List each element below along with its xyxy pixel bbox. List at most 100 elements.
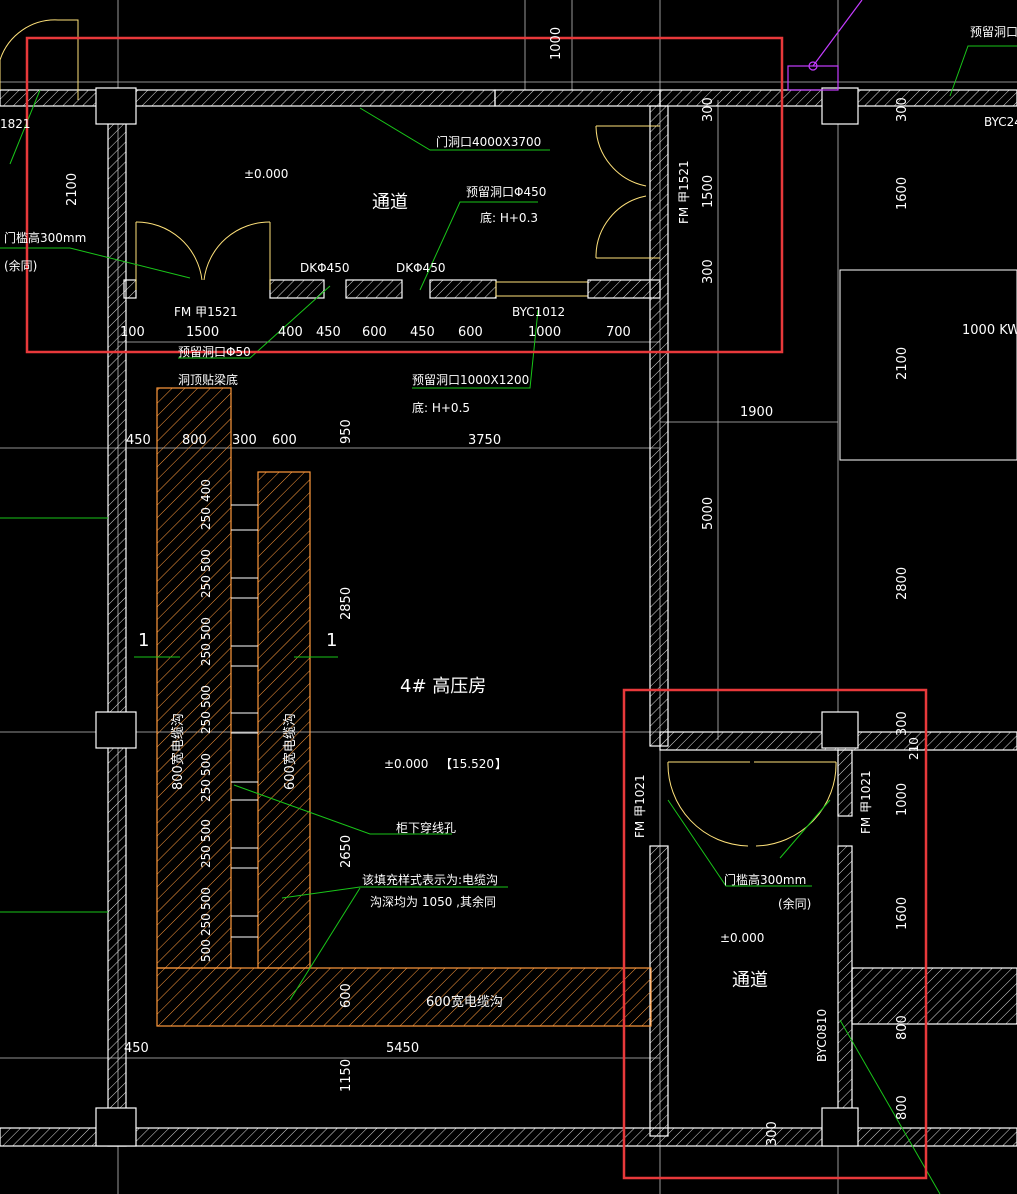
byc24-label: BYC24 — [984, 115, 1017, 129]
dim-2850: 2850 — [339, 587, 354, 620]
dim-mid-0: 450 — [126, 433, 151, 448]
elevation-tag-close: 】 — [495, 757, 507, 771]
room-title: 4# 高压房 — [400, 676, 486, 697]
cable-trenches — [156, 387, 652, 1027]
dim-mid-4: 3750 — [468, 433, 501, 448]
corridor-right-label: 通道 — [732, 970, 768, 991]
byc0810-label: BYC0810 — [815, 1009, 829, 1062]
dim-top-5: 450 — [410, 325, 435, 340]
magenta-marker — [787, 0, 863, 91]
dim-far-right-2: 2100 — [895, 347, 910, 380]
elevation-corridor-top: ±0.000 — [244, 167, 288, 181]
dim-top-7: 1000 — [528, 325, 561, 340]
annotations: 门洞口4000X3700 预留洞口Φ450 底: H+0.3 门槛高300mm … — [0, 25, 1017, 1062]
dim-210: 210 — [907, 737, 921, 760]
dim-mid-1: 800 — [182, 433, 207, 448]
section-mark-left: 1 — [138, 630, 149, 651]
dim-top-3: 450 — [316, 325, 341, 340]
cable-trench-600-vertical: 600宽电缆沟 — [282, 713, 298, 790]
dim-top-6: 600 — [458, 325, 483, 340]
dim-right-col-2: 300 — [701, 259, 716, 284]
fm1021-right: FM 甲1021 — [859, 770, 873, 834]
trench-style-note: 该填充样式表示为:电缆沟 — [362, 872, 498, 887]
reserved-hole-1000-note: 预留洞口1000X1200 — [412, 373, 529, 387]
tick-11: 250 — [199, 845, 213, 868]
cable-trench-800: 800宽电缆沟 — [170, 713, 186, 790]
tick-7: 250 — [199, 711, 213, 734]
byc1012-label: BYC1012 — [512, 305, 565, 319]
threshold-same-right: (余同) — [778, 896, 811, 911]
fm1021-left: FM 甲1021 — [633, 774, 647, 838]
corridor-top-label: 通道 — [372, 192, 408, 213]
dim-far-right-1: 1600 — [895, 177, 910, 210]
transformer-label: 1000 KW — [962, 323, 1017, 338]
elevation-corridor-right: ±0.000 — [720, 931, 764, 945]
elevation-main: ±0.000 — [384, 757, 428, 771]
dim-right-col-1: 1500 — [701, 175, 716, 208]
hole-top-beam-note: 洞顶贴梁底 — [178, 372, 238, 387]
fm1521-right: FM 甲1521 — [677, 160, 691, 224]
dim-far-right-6: 1600 — [895, 897, 910, 930]
left-tag: 1821 — [0, 117, 31, 131]
dim-top-4: 600 — [362, 325, 387, 340]
dim-bottom-300: 300 — [765, 1121, 780, 1146]
dim-1900: 1900 — [740, 405, 773, 420]
tick-1: 250 — [199, 507, 213, 530]
reserved-hole-beam-note: 预留洞口Φ50 — [178, 345, 251, 359]
tick-2: 500 — [199, 549, 213, 572]
reserved-hole-450-note: 预留洞口Φ450 — [466, 185, 546, 199]
doors — [0, 19, 837, 847]
dim-top-1: 1500 — [186, 325, 219, 340]
reserved-hole-450-bottom: 底: H+0.3 — [480, 210, 538, 225]
dim-mid-2: 300 — [232, 433, 257, 448]
dimensions: 100 1500 400 450 600 450 600 1000 700 45… — [65, 27, 921, 1146]
dk-note-2: DKΦ450 — [396, 261, 445, 275]
trench-steps — [231, 504, 258, 938]
dim-top-8: 700 — [606, 325, 631, 340]
dim-2650: 2650 — [339, 835, 354, 868]
section-mark-right: 1 — [326, 630, 337, 651]
dim-1000-top: 1000 — [549, 27, 564, 60]
leader-lines — [0, 45, 1017, 1194]
dim-far-right-4: 300 — [895, 711, 910, 736]
cable-trench-600-bottom: 600宽电缆沟 — [426, 994, 503, 1010]
dim-mid-3: 600 — [272, 433, 297, 448]
tick-5: 250 — [199, 643, 213, 666]
elevation-tag: 【15.520 — [440, 757, 494, 771]
dim-right-col-0: 300 — [701, 97, 716, 122]
tick-3: 250 — [199, 575, 213, 598]
dim-far-right-0: 300 — [895, 97, 910, 122]
tick-0: 400 — [199, 479, 213, 502]
tick-10: 500 — [199, 819, 213, 842]
dim-far-right-7: 800 — [895, 1015, 910, 1040]
tick-12: 500 — [199, 887, 213, 910]
tick-13: 250 — [199, 913, 213, 936]
dim-1150: 1150 — [339, 1059, 354, 1092]
dim-bottom-1: 5450 — [386, 1041, 419, 1056]
fm1521-bottom: FM 甲1521 — [174, 305, 238, 319]
dim-far-right-3: 2800 — [895, 567, 910, 600]
dim-far-right-5: 1000 — [895, 783, 910, 816]
tick-14: 500 — [199, 939, 213, 962]
cabinet-hole-note: 柜下穿线孔 — [396, 820, 456, 835]
dim-5000: 5000 — [701, 497, 716, 530]
walls — [0, 87, 1017, 1147]
dim-950: 950 — [339, 419, 354, 444]
dim-bottom-0: 450 — [124, 1041, 149, 1056]
tick-9: 250 — [199, 779, 213, 802]
threshold-height-right: 门槛高300mm — [724, 872, 806, 887]
dim-far-right-8: 800 — [895, 1095, 910, 1120]
tick-8: 500 — [199, 753, 213, 776]
reserved-hole-1000-bottom: 底: H+0.5 — [412, 400, 470, 415]
highlight-box-top-corridor — [25, 36, 784, 354]
dim-top-0: 100 — [120, 325, 145, 340]
dim-top-2: 400 — [278, 325, 303, 340]
dim-600: 600 — [339, 983, 354, 1008]
threshold-height-note: 门槛高300mm — [4, 230, 86, 245]
tick-4: 500 — [199, 617, 213, 640]
tick-6: 500 — [199, 685, 213, 708]
trench-tick-values: 400 250 500 250 500 250 500 250 500 250 … — [199, 479, 213, 962]
main-labels: 4# 高压房 通道 通道 1000 KW ±0.000 【15.520 】 ±0… — [138, 167, 1017, 991]
dim-2100-left: 2100 — [65, 173, 80, 206]
